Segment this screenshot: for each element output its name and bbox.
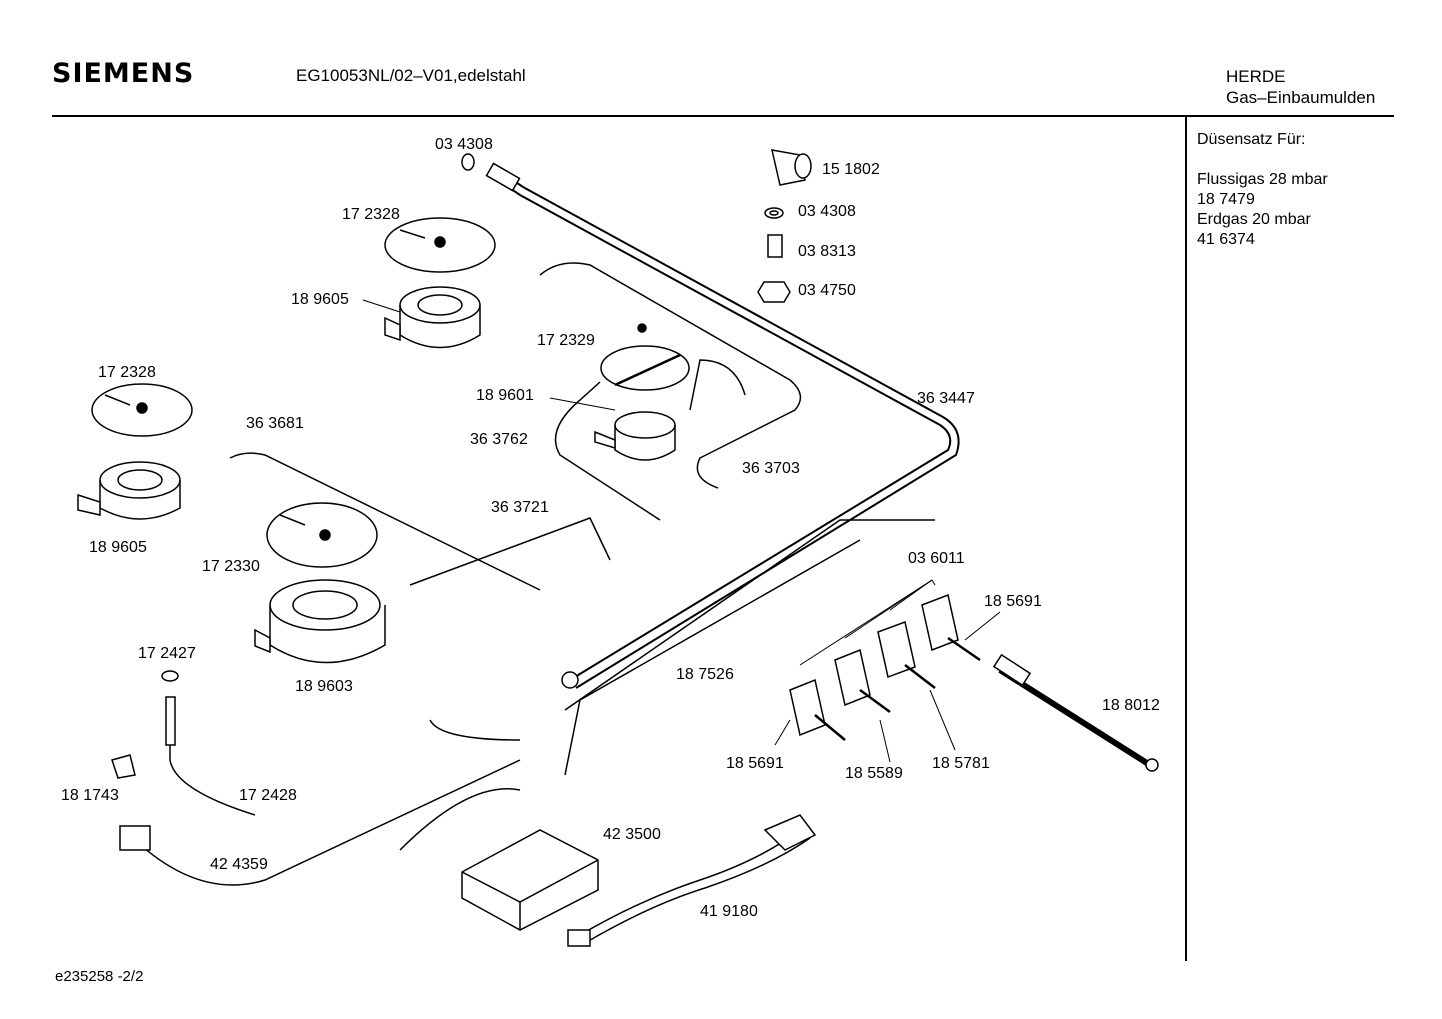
label-185691-bottom: 18 5691 [726, 755, 784, 772]
spark-generator [461, 829, 599, 931]
label-172427: 17 2427 [138, 645, 196, 662]
clip [111, 754, 136, 779]
nozzle-set-title: Düsensatz Für: [1197, 131, 1306, 148]
nozzle-set-panel: Düsensatz Für: Flussigas 28 mbar 18 7479… [1197, 130, 1328, 250]
label-172328-left: 17 2328 [98, 364, 156, 381]
label-172330: 17 2330 [202, 558, 260, 575]
nozzle-natgas-part: 41 6374 [1197, 231, 1255, 248]
electrode [161, 670, 179, 746]
label-038313: 03 8313 [798, 243, 856, 260]
main-gas-pipe [485, 162, 960, 689]
label-185589: 18 5589 [845, 765, 903, 782]
label-423500: 42 3500 [603, 826, 661, 843]
label-185691-right: 18 5691 [984, 593, 1042, 610]
nut [757, 281, 791, 303]
burner-cup-large [254, 579, 386, 664]
label-189605-top: 18 9605 [291, 291, 349, 308]
document-id: e235258 -2/2 [55, 968, 144, 985]
burner-cup-top [384, 286, 481, 349]
label-363762: 36 3762 [470, 431, 528, 448]
leader-lines [362, 299, 1001, 763]
nozzle-lpg-part: 18 7479 [1197, 191, 1255, 208]
label-189605-left: 18 9605 [89, 539, 147, 556]
elbow-fitting [771, 149, 812, 186]
label-034750: 03 4750 [798, 282, 856, 299]
label-185781: 18 5781 [932, 755, 990, 772]
label-189601: 18 9601 [476, 387, 534, 404]
label-189603: 18 9603 [295, 678, 353, 695]
nozzle-lpg-label: Flussigas 28 mbar [1197, 171, 1328, 188]
nozzle [767, 234, 783, 258]
label-363721: 36 3721 [491, 499, 549, 516]
nozzle-natgas-label: Erdgas 20 mbar [1197, 211, 1311, 228]
header-divider [52, 115, 1394, 117]
ignition-wiring [134, 519, 935, 886]
brand-logo: SIEMENS [52, 58, 195, 89]
thermocouple [992, 653, 1159, 772]
washer [764, 207, 784, 219]
label-363447: 36 3447 [917, 390, 975, 407]
burner-cup-left [77, 461, 181, 520]
plug-connector [119, 825, 151, 851]
model-title: EG10053NL/02–V01,edelstahl [296, 66, 526, 85]
label-036011: 03 6011 [908, 550, 965, 567]
burner-ring-middle [600, 323, 690, 391]
power-cable [567, 814, 817, 947]
label-034308-top: 03 4308 [435, 136, 493, 153]
burner-ring-top [384, 217, 496, 273]
label-172329: 17 2329 [537, 332, 595, 349]
gas-valve-3 [877, 620, 936, 689]
gas-valve-4 [921, 593, 981, 662]
label-419180: 41 9180 [700, 903, 758, 920]
label-172328-top: 17 2328 [342, 206, 400, 223]
label-424359: 42 4359 [210, 856, 268, 873]
label-187526: 18 7526 [676, 666, 734, 683]
label-172428: 17 2428 [239, 787, 297, 804]
supply-tubes [229, 262, 802, 591]
washer-top [461, 153, 475, 171]
gas-valve-2 [834, 648, 891, 714]
label-363681: 36 3681 [246, 415, 304, 432]
burner-ring-large [266, 502, 378, 568]
gas-valve-1 [789, 678, 846, 741]
label-034308-right: 03 4308 [798, 203, 856, 220]
sidebar-divider [1185, 116, 1187, 961]
label-188012: 18 8012 [1102, 697, 1160, 714]
burner-ring-left [91, 383, 193, 437]
category-label: HERDE Gas–Einbaumulden [1226, 66, 1375, 108]
category-line-2: Gas–Einbaumulden [1226, 88, 1376, 107]
label-181743: 18 1743 [61, 787, 119, 804]
label-151802: 15 1802 [822, 161, 880, 178]
category-line-1: HERDE [1226, 67, 1286, 86]
label-363703: 36 3703 [742, 460, 800, 477]
burner-cup-middle [594, 411, 676, 461]
